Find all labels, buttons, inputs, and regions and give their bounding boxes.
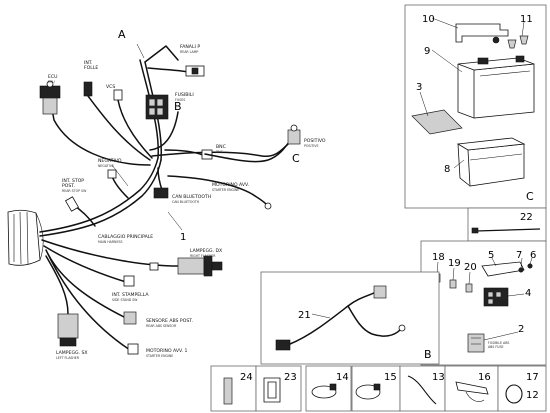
clip-20-part: [465, 283, 473, 293]
right-flasher: [177, 255, 223, 277]
callout-3: 3: [416, 82, 422, 93]
callout-16: 16: [478, 372, 491, 383]
label-fusibili-sub: FUSES: [175, 98, 185, 102]
cable-21-panel: 21 B: [260, 271, 440, 365]
callout-23: 23: [284, 372, 297, 383]
callout-8: 8: [444, 164, 450, 175]
callout-14: 14: [336, 372, 349, 383]
label-eco: ECU: [48, 74, 57, 80]
callout-12: 12: [526, 390, 539, 401]
main-harness: [7, 43, 301, 355]
cable-21-frame: [260, 271, 440, 365]
letter-b-relay: B: [424, 348, 432, 361]
callout-18: 18: [432, 252, 445, 263]
label-fuse-note-2: ABS FUSE: [488, 345, 504, 349]
relay-panel: 18 19 20 5 7 6 4 2 FUSIBILE ABS ABS FUSE: [420, 240, 547, 366]
rear-lamp-connector: [185, 65, 205, 77]
label-int-stop: INT. STOP: [62, 178, 84, 184]
callout-21: 21: [298, 310, 311, 321]
ecu-connector: [39, 80, 61, 115]
label-motorino: MOTORINO AVV.: [212, 182, 249, 188]
label-lampeggiatore-sx-sub: LEFT FLASHER: [56, 356, 80, 360]
battery: [457, 55, 535, 119]
callout-11: 11: [520, 14, 533, 25]
harness-labels: FANALI P REAR LAMP FUSIBILI FUSES ECU EC…: [48, 28, 326, 360]
letter-a: A: [118, 28, 126, 41]
callout-19: 19: [448, 258, 461, 269]
label-positivo-sub: POSITIVE: [304, 144, 318, 148]
callout-7: 7: [516, 250, 522, 261]
callout-17: 17: [526, 372, 539, 383]
label-lampeggiatore-dx: LAMPEGG. DX: [190, 248, 222, 254]
label-lampeggiatore-sx: LAMPEGG. SX: [56, 350, 88, 356]
label-negativo: NEGATIVO: [98, 158, 122, 164]
callout-15: 15: [384, 372, 397, 383]
fuse-box: [145, 94, 169, 120]
label-int-folle: INT.: [84, 60, 93, 66]
callout-4: 4: [525, 288, 531, 299]
callout-5: 5: [488, 250, 494, 261]
label-int-stampella: INT. STAMPELLA: [112, 292, 149, 298]
letter-c-battery: C: [526, 190, 534, 203]
label-sensore-abs-sub: REAR ABS SENSOR: [146, 324, 177, 328]
callout-6: 6: [530, 250, 536, 261]
relay-block: [483, 287, 509, 307]
cable-tie-panel: 22: [467, 207, 547, 242]
relay-bracket-part: [481, 261, 525, 277]
callout-22: 22: [520, 212, 533, 223]
label-motorino-sub: STARTER ENGINE: [212, 188, 239, 192]
callout-20: 20: [464, 262, 477, 273]
battery-strap: [455, 23, 509, 44]
label-cablaggio-sub: MAIN HARNESS: [98, 240, 123, 244]
callout-24: 24: [240, 372, 253, 383]
label-eco-sub: ECU: [48, 80, 55, 84]
label-lampeggiatore-dx-sub: RIGHT FLASHER: [190, 254, 216, 258]
terminal-caps: [507, 35, 529, 49]
part-box-24: [210, 365, 257, 412]
part-box-17-12: [497, 365, 547, 412]
label-cablaggio: CABLAGGIO PRINCIPALE: [98, 234, 153, 240]
label-motorino-2-sub: STARTER ENGINE: [146, 354, 173, 358]
callout-9: 9: [424, 46, 430, 57]
label-fuse-note: FUSIBILE ABS: [488, 341, 509, 345]
label-can-bluetooth: CAN BLUETOOTH: [172, 194, 211, 200]
label-int-folle-2: FOLLE: [84, 65, 98, 71]
left-flasher: [57, 313, 79, 347]
label-bnc-sub: BNC: [216, 150, 224, 154]
dashboard-unit: [7, 209, 44, 266]
battery-box: [456, 137, 526, 187]
clip-19-part: [449, 279, 457, 289]
label-motorino-2: MOTORINO AVV. 1: [146, 348, 188, 354]
label-int-stop-sub: REAR STOP SW: [62, 189, 87, 193]
fuse-holder: [467, 333, 485, 353]
label-bnc: BNC: [216, 144, 226, 150]
small-parts-row: 24 23 14 15 13 16 17 12: [210, 365, 547, 412]
battery-panel: 10 11 9 3 8 C: [404, 4, 547, 209]
callout-2: 2: [518, 324, 524, 335]
label-int-stop-2: POST.: [62, 183, 75, 189]
label-negativo-sub: NEGATIVE: [98, 164, 114, 168]
cable-tie-frame: [467, 207, 547, 242]
label-sensore-abs: SENSORE ABS POST.: [146, 318, 193, 324]
callout-13: 13: [432, 372, 445, 383]
label-vcs: VCS: [106, 84, 115, 90]
label-fanali-p: FANALI P: [180, 44, 200, 50]
callout-10: 10: [422, 14, 435, 25]
label-fanali-p-sub: REAR LAMP: [180, 50, 198, 54]
callout-1: 1: [180, 232, 186, 243]
label-int-stampella-sub: SIDE STAND SW: [112, 298, 138, 302]
letter-b-fuse: B: [174, 100, 182, 113]
letter-c-positive: C: [292, 152, 300, 165]
label-positivo: POSITIVO: [304, 138, 326, 144]
label-can-bluetooth-sub: CAN BLUETOOTH: [172, 200, 200, 204]
insulation-pad: [411, 109, 463, 135]
label-fusibili: FUSIBILI: [175, 92, 194, 98]
